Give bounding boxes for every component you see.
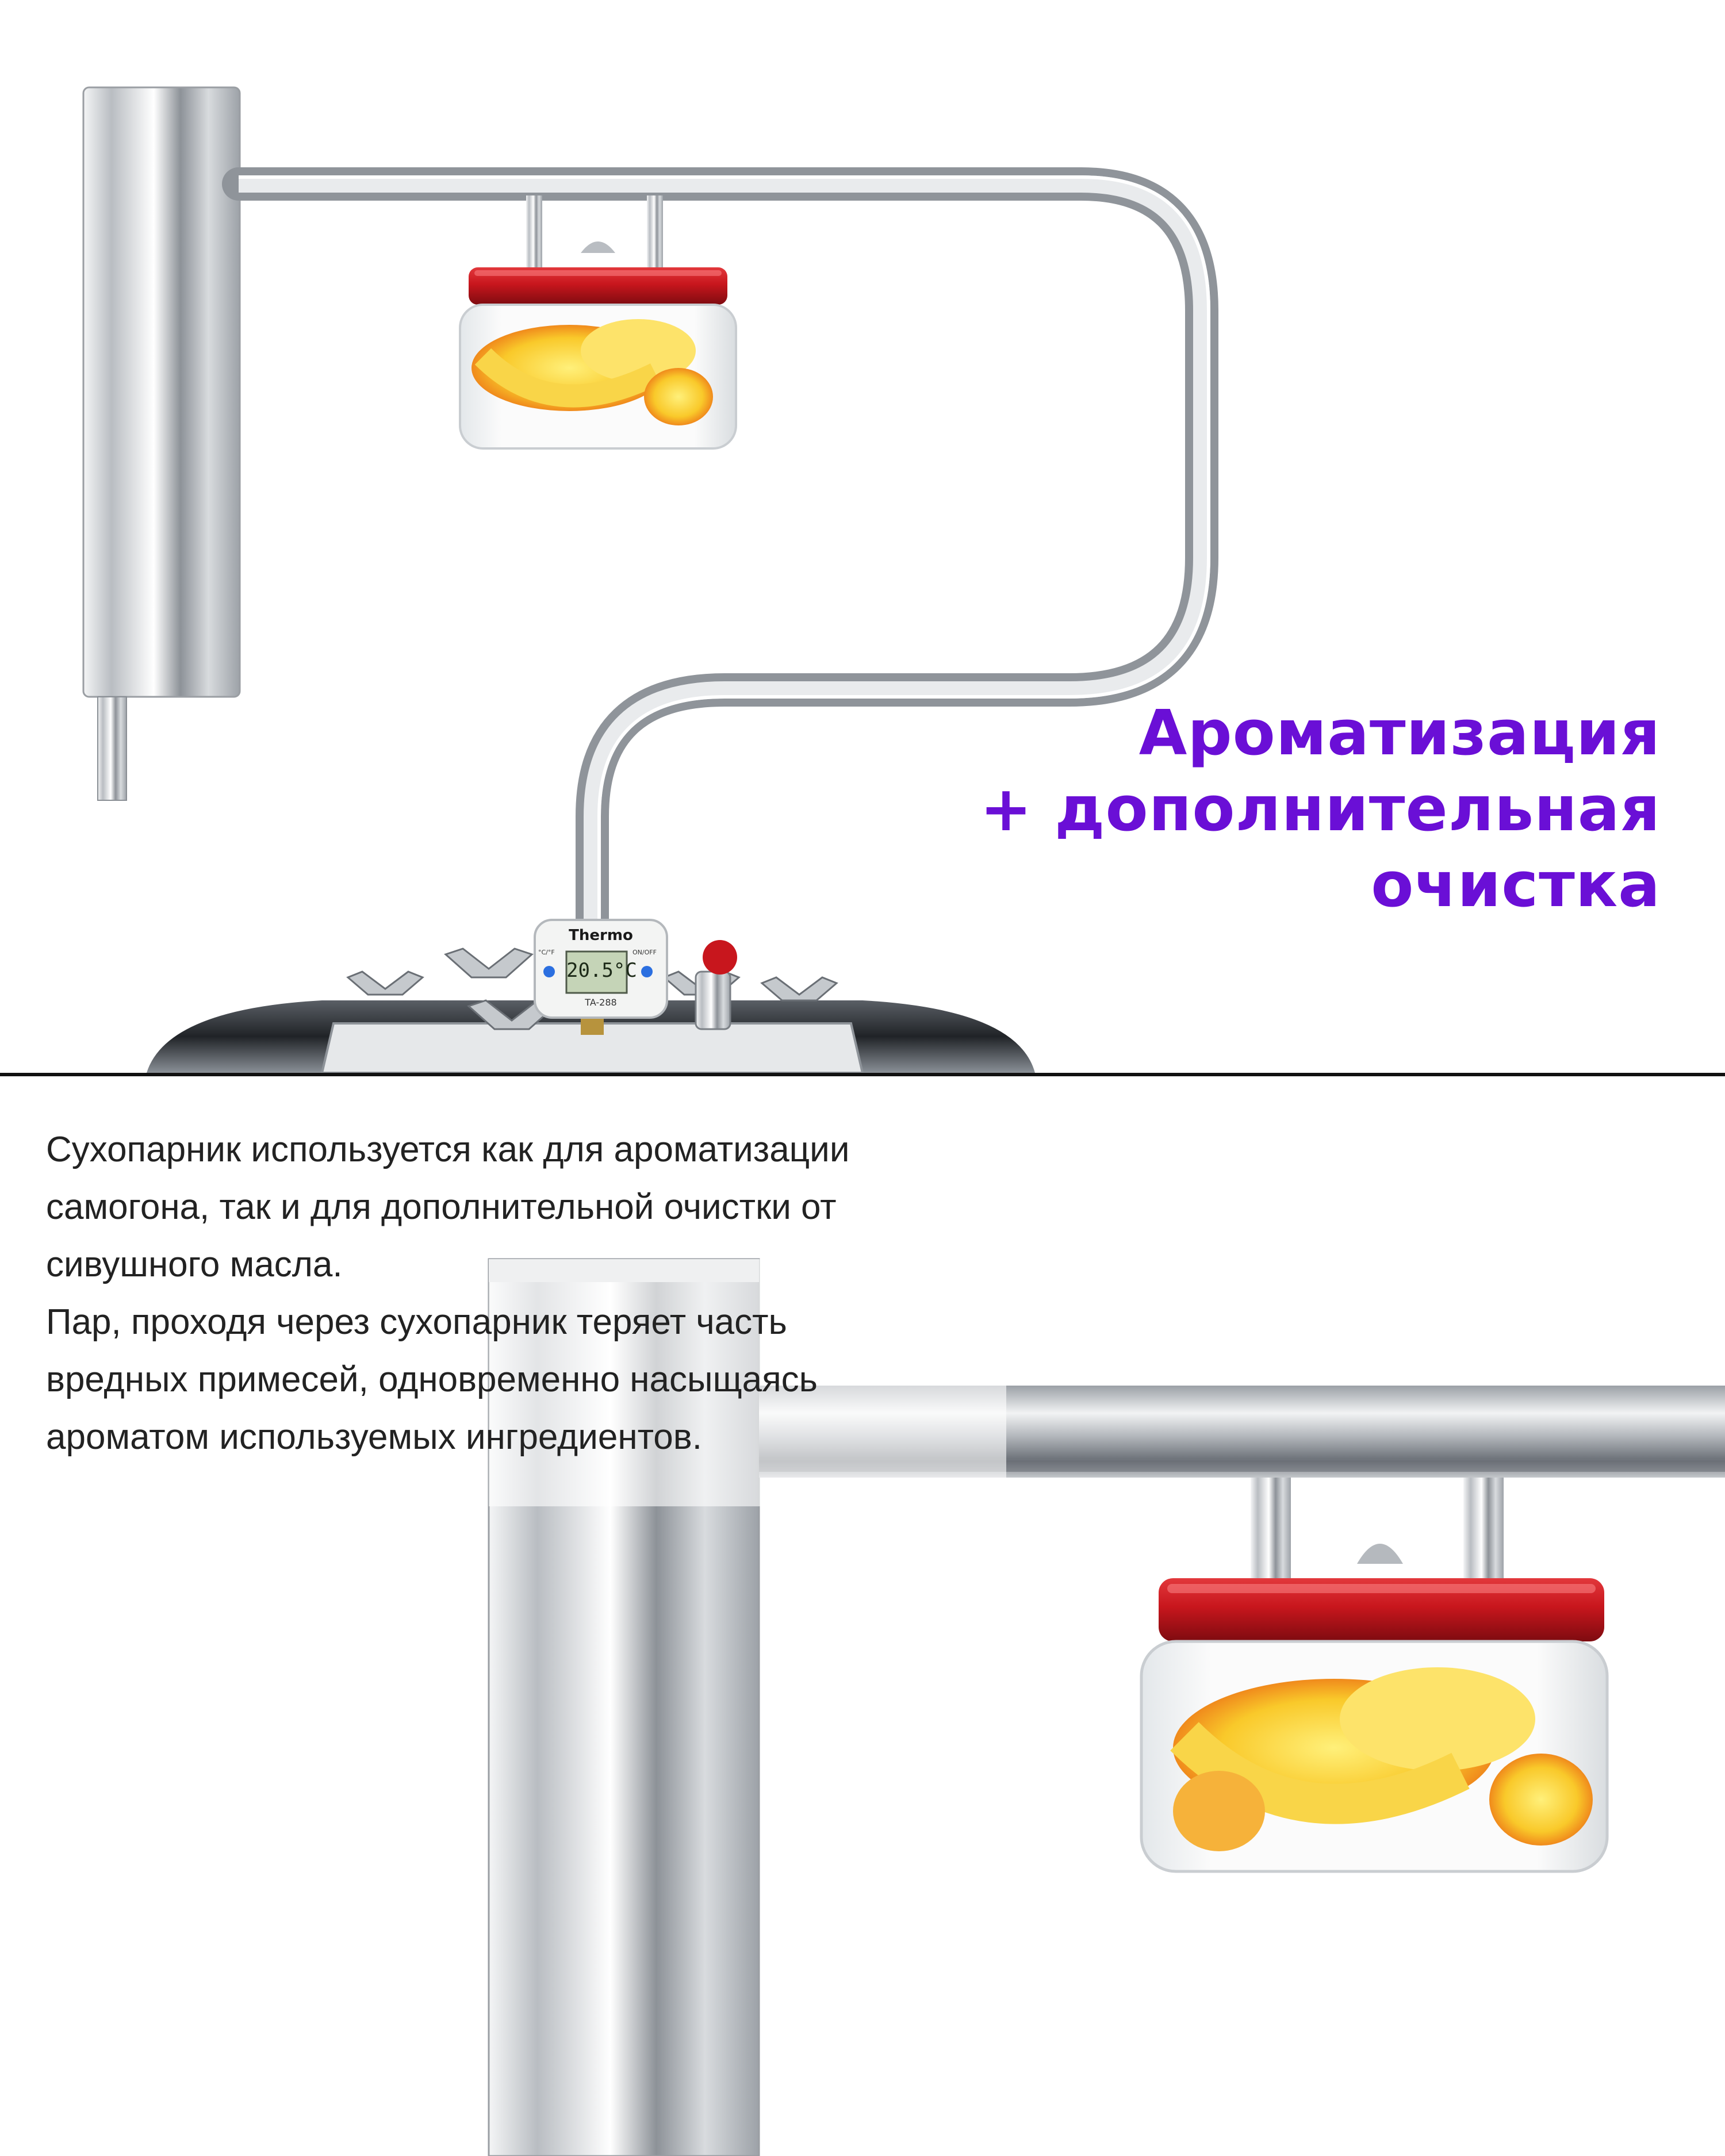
thermometer-power-label: ON/OFF <box>632 949 657 956</box>
dry-steamer-jar-top <box>459 241 737 450</box>
headline-line-2: + дополнительная <box>980 773 1661 845</box>
distiller-tank <box>147 940 1035 1074</box>
description: Сухопарник используется как для ароматиз… <box>46 1121 1081 1466</box>
headline-line-3: очистка <box>1371 849 1661 921</box>
thermometer-unit-label: °C/°F <box>538 949 555 956</box>
thermometer <box>534 919 668 1019</box>
thermometer-reading: 20.5°C <box>566 959 637 982</box>
thermometer-model: TA-288 <box>585 997 617 1008</box>
thermometer-brand: Thermo <box>569 927 633 944</box>
description-line-3: сивушного масла. <box>46 1245 343 1284</box>
description-line-2: самогона, так и для дополнительной очист… <box>46 1187 837 1227</box>
headline: Ароматизация + дополнительная очистка <box>798 696 1661 923</box>
description-line-1: Сухопарник используется как для ароматиз… <box>46 1130 850 1169</box>
headline-line-1: Ароматизация <box>1138 697 1661 769</box>
description-line-4: Пар, проходя через сухопарник теряет час… <box>46 1302 787 1342</box>
cooler-column <box>82 86 241 698</box>
section-divider <box>0 1073 1725 1076</box>
description-line-6: ароматом используемых ингредиентов. <box>46 1417 702 1457</box>
description-line-5: вредных примесей, одновременно насыщаясь <box>46 1360 818 1399</box>
